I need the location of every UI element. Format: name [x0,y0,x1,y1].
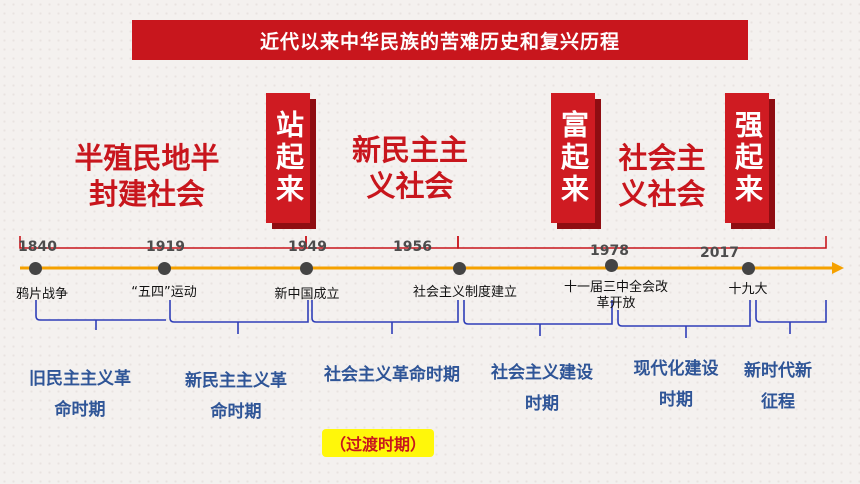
period-socialist-construction: 社会主义建设时期 [491,363,593,414]
milestone-stand-up-box: 站起来 [266,93,310,223]
period-bracket-socialist-construction [463,300,613,325]
year-1956: 1956 [393,239,432,255]
milestone-stand-up-label: 站起来 [272,110,305,206]
timeline-dot-1919 [158,262,171,275]
page-title: 近代以来中华民族的苦难历史和复兴历程 [132,20,748,60]
era-label-semi-colonial: 半殖民地半封建社会 [74,141,220,211]
timeline-dot-1949 [300,262,313,275]
timeline-dot-1840 [29,262,42,275]
year-1840: 1840 [18,239,57,255]
period-old-democratic: 旧民主主义革命时期 [29,369,131,420]
era-label-new-democratic: 新民主主义社会 [351,133,468,203]
era-bracket-new-democratic [305,236,459,249]
period-new-democratic: 新民主主义革命时期 [185,371,287,422]
period-bracket-modernization [617,300,751,327]
period-bracket-new-democratic [169,300,309,323]
event-reform-opening: 十一届三中全会改革开放 [564,280,669,311]
period-transition-tag: （过渡时期） [322,429,435,457]
year-1919: 1919 [146,239,185,255]
timeline-dot-2017 [742,262,755,275]
milestone-get-rich-box: 富起来 [551,93,595,223]
year-2017: 2017 [700,245,739,261]
event-may-fourth: “五四”运动 [131,285,197,300]
era-bracket-socialist [457,236,827,249]
year-1949: 1949 [288,239,327,255]
event-opium-war: 鸦片战争 [15,287,68,302]
timeline-dot-1956 [453,262,466,275]
period-bracket-socialist-revolution [311,300,459,323]
era-label-socialist: 社会主义社会 [618,141,706,211]
period-bracket-old [35,300,166,321]
milestone-get-strong-label: 强起来 [731,110,764,206]
year-1978: 1978 [590,243,629,259]
milestone-get-rich-label: 富起来 [557,110,590,206]
event-19th-congress: 十九大 [728,282,768,297]
timeline-dot-1978 [605,259,618,272]
period-bracket-new-era [755,300,827,323]
period-new-era: 新时代新征程 [744,361,812,412]
period-modernization: 现代化建设时期 [633,359,719,410]
milestone-get-strong-box: 强起来 [725,93,769,223]
period-socialist-revolution: 社会主义革命时期 [324,365,460,385]
timeline-arrowhead [832,262,844,274]
event-socialist-system: 社会主义制度建立 [412,285,517,300]
event-prc-founded: 新中国成立 [274,287,340,302]
